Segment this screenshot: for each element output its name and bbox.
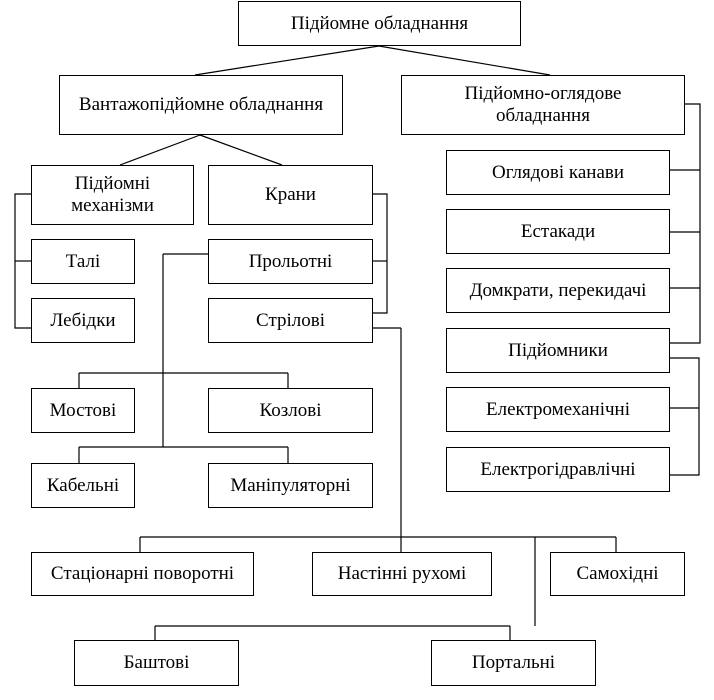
node-jacks-label: Домкрати, перекидачі (469, 279, 647, 301)
node-bridge-label: Мостові (49, 399, 117, 421)
node-cranes-label: Крани (265, 184, 316, 205)
node-tower-cranes: Баштові (74, 640, 239, 686)
node-wall-mobile: Настінні рухомі (312, 552, 492, 596)
node-root: Підйомне обладнання (238, 1, 521, 46)
node-portal-cranes: Портальні (431, 640, 596, 686)
node-self-propelled: Самохідні (550, 552, 685, 596)
node-cable-label: Кабельні (46, 474, 120, 496)
node-pits-label: Оглядові канави (491, 161, 625, 183)
node-lifts-label: Підйомники (508, 339, 608, 361)
node-boom-label: Стрілові (256, 309, 325, 331)
node-bridge-cranes: Мостові (31, 388, 135, 433)
node-gantry-label: Козлові (259, 399, 322, 421)
node-portal-label: Портальні (471, 652, 556, 673)
node-span-cranes: Прольотні (208, 239, 373, 284)
node-wall-label: Настінні рухомі (337, 563, 467, 584)
node-jacks-tippers: Домкрати, перекидачі (446, 268, 670, 313)
node-cargo-lifting-equipment: Вантажопідйомне обладнання (59, 75, 343, 135)
node-lifting-mechanisms: Підйомні механізми (31, 165, 194, 225)
node-lifts: Підйомники (446, 328, 670, 373)
node-electromechanical: Електромеханічні (446, 387, 670, 432)
node-gantry-cranes: Козлові (208, 388, 373, 433)
node-electrohydraulic-label: Електрогідравлічні (480, 458, 636, 480)
node-winches-label: Лебідки (50, 309, 116, 331)
node-overpasses: Естакади (446, 209, 670, 254)
node-manipulator-label: Маніпуляторні (230, 474, 351, 496)
node-tower-label: Баштові (123, 652, 190, 673)
node-electromech-label: Електромеханічні (485, 398, 630, 420)
node-manipulator-cranes: Маніпуляторні (208, 463, 373, 508)
node-inspection-pits: Оглядові канави (446, 150, 670, 195)
node-span-label: Прольотні (248, 250, 333, 272)
node-cable-cranes: Кабельні (31, 463, 135, 508)
node-boom-cranes: Стрілові (208, 298, 373, 343)
node-hoists-label: Талі (65, 250, 101, 272)
node-cranes: Крани (208, 165, 373, 225)
node-mechanisms-label: Підйомні механізми (71, 173, 154, 216)
node-lifting-inspection-equipment: Підйомно-оглядове обладнання (401, 75, 685, 135)
node-cargo-label: Вантажопідйомне обладнання (78, 94, 324, 115)
node-stationary-label: Стаціонарні поворотні (50, 563, 235, 584)
node-hoists: Талі (31, 239, 135, 284)
node-root-label: Підйомне обладнання (290, 12, 469, 34)
node-electrohydraulic: Електрогідравлічні (446, 447, 670, 492)
node-selfpropelled-label: Самохідні (576, 563, 659, 584)
node-winches: Лебідки (31, 298, 135, 343)
node-overpass-label: Естакади (520, 220, 596, 242)
node-inspection-label: Підйомно-оглядове обладнання (464, 83, 622, 126)
node-stationary-rotary: Стаціонарні поворотні (31, 552, 254, 596)
